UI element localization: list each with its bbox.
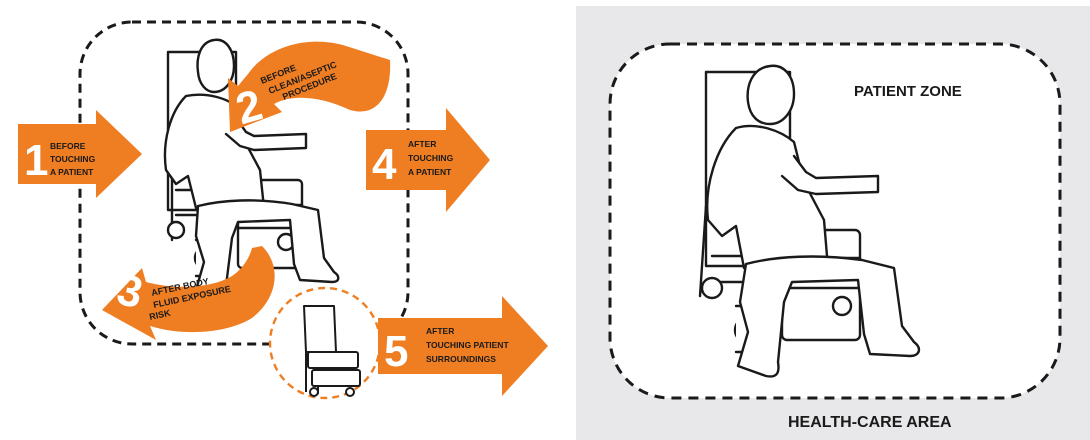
patient-zone-svg: PATIENT ZONE HEALTH-CARE AREA [608,42,1062,431]
moment-5-label-line3: SURROUNDINGS [426,354,496,364]
commode-chair-icon [303,305,361,397]
moment-5-label-line2: TOUCHING PATIENT [426,340,509,350]
patient-zone-dashed-boundary [608,42,1062,400]
five-moments-svg: 1 BEFORE TOUCHING A PATIENT 2 BEFORE CLE… [18,20,548,400]
moment-2-arrow: 2 BEFORE CLEAN/ASEPTIC PROCEDURE [228,41,391,134]
moment-4-label-line3: A PATIENT [408,167,452,177]
moment-4-arrow: 4 AFTER TOUCHING A PATIENT [366,108,490,212]
moment-4-label-line1: AFTER [408,139,436,149]
moment-1-number: 1 [24,136,48,185]
five-moments-diagram: 1 BEFORE TOUCHING A PATIENT 2 BEFORE CLE… [18,20,548,400]
patient-zone-boundary [78,20,410,346]
moment-5-number: 5 [384,327,408,376]
moment-1-arrow: 1 BEFORE TOUCHING A PATIENT [18,110,142,198]
moment-5-label-line1: AFTER [426,326,454,336]
moment-1-label-line3: A PATIENT [50,167,94,177]
moment-3-label-line3: RISK [148,308,172,322]
moment-3-arrow: 3 AFTER BODY FLUID EXPOSURE RISK [102,246,275,340]
patient-zone-panel: PATIENT ZONE HEALTH-CARE AREA [576,6,1090,440]
moment-4-label-line2: TOUCHING [408,153,454,163]
health-care-area-label: HEALTH-CARE AREA [788,414,952,431]
moment-5-arrow: 5 AFTER TOUCHING PATIENT SURROUNDINGS [378,296,548,396]
wheelchair-icon [698,64,921,378]
patient-zone-label: PATIENT ZONE [854,83,962,100]
moment-1-label-line2: TOUCHING [50,154,96,164]
moment-4-number: 4 [372,140,397,189]
moment-1-label-line1: BEFORE [50,141,86,151]
